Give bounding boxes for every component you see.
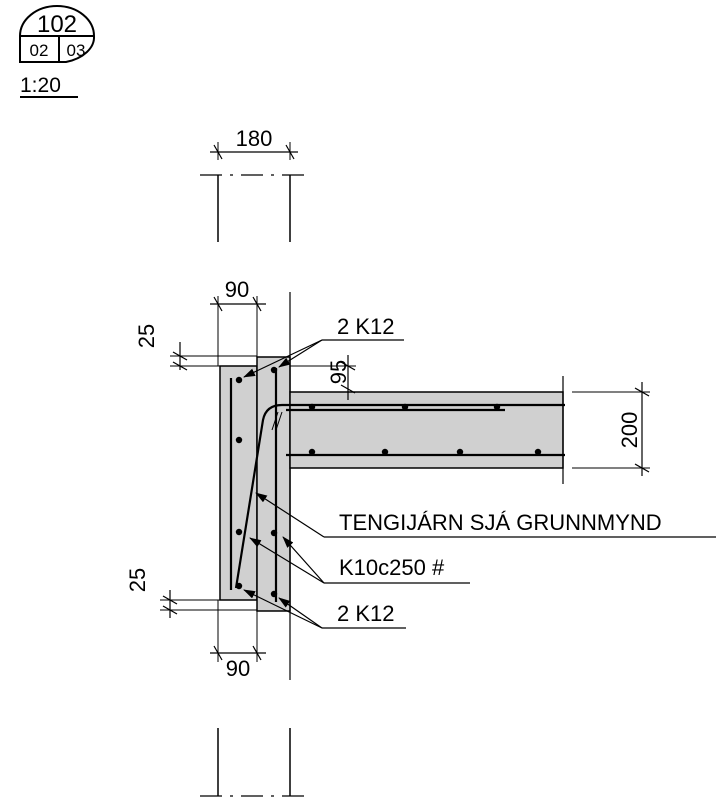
dim-25-top-label: 25 [134,324,159,348]
dim-200-label: 200 [617,412,642,449]
rebar-dot [534,448,542,456]
detail-marker-arc [19,5,95,37]
detail-marker: 102 02 03 1:20 [19,5,96,98]
label-rebar-top: 2 K12 [337,314,395,339]
rebar-dot [381,448,389,456]
rebar-dot [235,528,243,536]
leader-arrow [249,537,325,584]
detail-number: 102 [37,11,77,38]
leader-arrow [255,492,325,538]
callout-rebar-bottom: 2 K12 [243,589,406,629]
label-mesh: K10c250 # [339,555,445,580]
dim-90-upper-label: 90 [225,277,249,302]
hatch-mark [275,411,283,431]
leader-arrow [243,589,323,629]
detail-sheet-left: 02 [30,41,49,60]
dim-25-bottom-label: 25 [125,568,150,592]
rebar-dot [270,366,278,374]
leader-arrow [282,536,325,584]
dim-25-bottom: 25 [125,568,257,618]
dim-180-label: 180 [236,126,273,151]
detail-sheet-right: 03 [67,41,86,60]
wall-outer-leaf [219,365,258,601]
rebar-dot [235,436,243,444]
detail-scale: 1:20 [20,74,61,97]
rebar-tie-bar [234,403,565,589]
rebar-dot [456,448,464,456]
label-rebar-bottom: 2 K12 [337,601,395,626]
leader-arrow [278,597,323,629]
dim-25-top: 25 [134,324,257,371]
top-wall-break: 180 [200,126,310,242]
bottom-wall-break [200,728,310,797]
label-tie-bars: TENGIJÁRN SJÁ GRUNNMYND [339,510,662,535]
rebar-dot [270,590,278,598]
callout-mesh: K10c250 # [249,536,470,584]
dim-90-lower-label: 90 [226,656,250,681]
detail-marker-lower [19,35,96,63]
rebar-dot [270,529,278,537]
rebar-dot [308,448,316,456]
dim-tick [340,384,356,394]
dim-95: 95 [290,355,356,400]
wall-inner-leaf [256,356,291,612]
dim-95-label: 95 [326,360,351,384]
rebar-dot [401,403,409,411]
hatch-mark [271,411,279,431]
rebar-dot [235,582,243,590]
reinforcement [229,366,565,602]
floor-slab [289,391,564,469]
callout-tie-bars: TENGIJÁRN SJÁ GRUNNMYND [255,492,716,538]
rebar-dot [308,403,316,411]
leader-arrow [278,339,323,368]
dim-200: 200 [572,382,650,476]
callout-rebar-top: 2 K12 [243,314,404,378]
rebar-dot [235,376,243,384]
rebar-dot [493,403,501,411]
dim-90-upper: 90 [210,277,266,366]
dim-90-lower: 90 [210,600,266,681]
